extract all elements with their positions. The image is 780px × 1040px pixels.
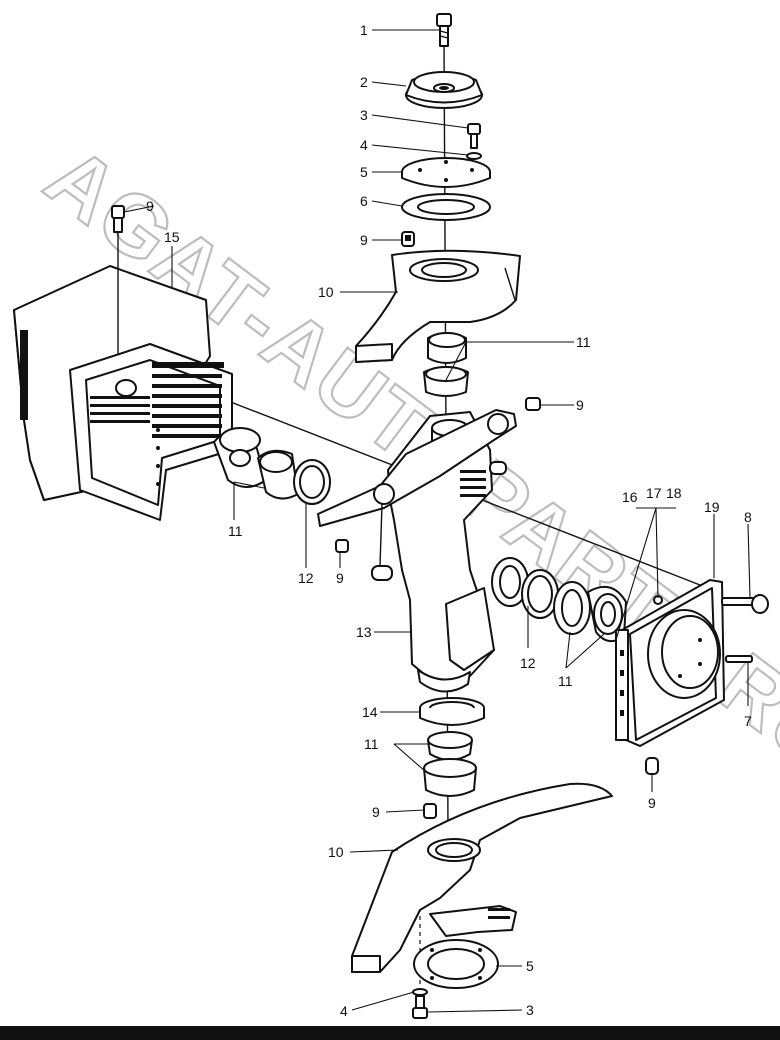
leader-lines [123, 29, 751, 1013]
callout-10-lower: 10 [328, 844, 344, 860]
grease-nipple-upper [401, 231, 415, 247]
top-cap [405, 71, 483, 109]
bolt-right [721, 594, 769, 614]
seal-ring-lower [419, 697, 485, 726]
washer-bottom [412, 988, 428, 996]
callout-9-upper: 9 [360, 232, 368, 248]
bearing-upper-pair [423, 332, 469, 397]
bolt-top [436, 13, 452, 47]
seal-ring-right [491, 557, 559, 619]
callout-3-lower: 3 [526, 1002, 534, 1018]
pin-right [725, 655, 753, 663]
callout-8: 8 [744, 509, 752, 525]
seal-ring-left [293, 459, 331, 505]
callout-12-left: 12 [298, 570, 314, 586]
callout-1: 1 [360, 22, 368, 38]
screw-bottom [412, 995, 428, 1019]
callout-9-left-top: 9 [146, 198, 154, 214]
callout-5-lower: 5 [526, 958, 534, 974]
grease-nipple-left-top [111, 205, 125, 354]
upper-bracket-arm [355, 249, 521, 363]
callout-18: 18 [666, 485, 682, 501]
cover-plate-top [401, 157, 491, 188]
callout-13: 13 [356, 624, 372, 640]
grease-nipple-center-left [335, 539, 349, 553]
callout-11-lower: 11 [364, 736, 379, 752]
callout-19: 19 [704, 499, 720, 515]
callout-14: 14 [362, 704, 378, 720]
bearing-left-set [213, 427, 299, 500]
callout-5: 5 [360, 164, 368, 180]
callout-9-right-lower: 9 [648, 795, 656, 811]
callout-labels: 1 2 3 4 5 6 9 10 11 9 9 15 11 12 9 16 17… [146, 22, 752, 1019]
callout-4-lower: 4 [340, 1003, 348, 1019]
callout-9-right-upper: 9 [576, 397, 584, 413]
screw-top [467, 123, 481, 149]
right-hub-plate [615, 579, 725, 747]
callout-11-left: 11 [228, 523, 243, 539]
callout-16: 16 [622, 489, 638, 505]
cover-plate-bottom [413, 939, 499, 989]
callout-10-upper: 10 [318, 284, 334, 300]
callout-2: 2 [360, 74, 368, 90]
callout-11-right: 11 [558, 673, 573, 689]
callout-15: 15 [164, 229, 180, 245]
shim-ring [401, 193, 491, 221]
callout-7: 7 [744, 713, 752, 729]
callout-11-upper: 11 [576, 334, 591, 350]
grease-nipple-right-lower [645, 757, 659, 775]
grease-nipple-lower [423, 803, 437, 819]
lower-bracket-arm [351, 782, 613, 973]
callout-9-center-left: 9 [336, 570, 344, 586]
footer-bar [0, 1026, 780, 1040]
washer-top [466, 152, 482, 160]
callout-3: 3 [360, 107, 368, 123]
bearing-lower-pair [423, 731, 477, 797]
callout-9-lower: 9 [372, 804, 380, 820]
callout-6: 6 [360, 193, 368, 209]
grease-nipple-right-upper [525, 397, 541, 411]
callout-17: 17 [646, 485, 662, 501]
left-housing [13, 265, 233, 521]
callout-4: 4 [360, 137, 368, 153]
callout-12-right: 12 [520, 655, 536, 671]
bearing-right-set [553, 581, 627, 643]
axle-housing-center [317, 409, 517, 693]
